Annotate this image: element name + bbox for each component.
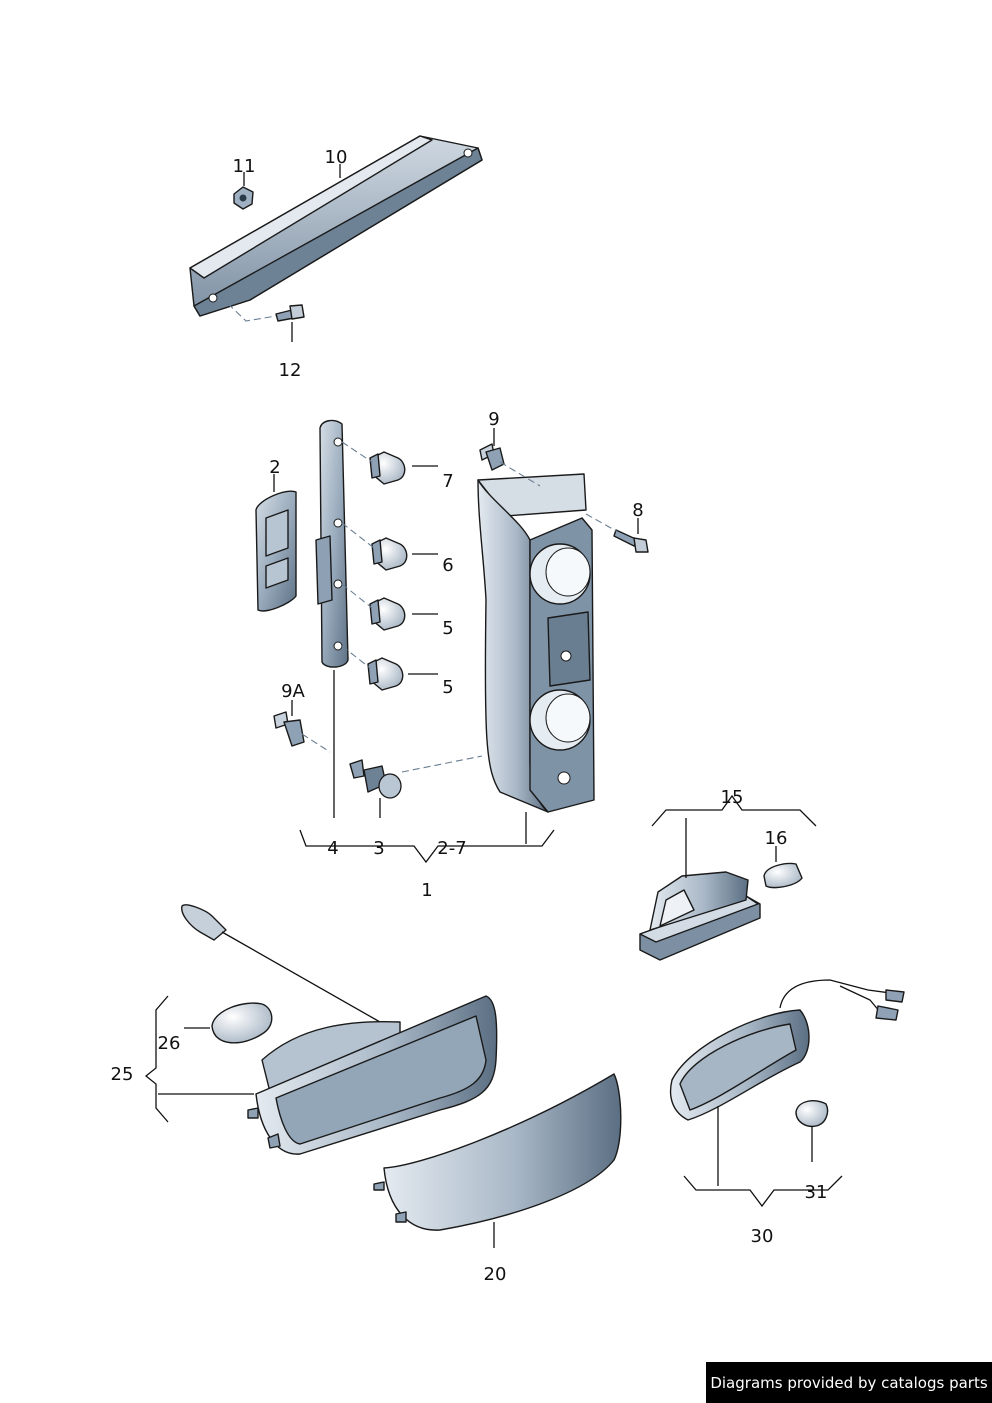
callout-9: 9 — [488, 409, 499, 430]
callout-25: 25 — [111, 1064, 134, 1085]
callout-2-7: 2-7 — [437, 838, 466, 859]
bulb-26 — [211, 1002, 273, 1044]
side-marker-light — [669, 979, 905, 1121]
callout-26: 26 — [158, 1033, 181, 1054]
bulb-5b — [367, 657, 404, 691]
callout-30: 30 — [751, 1226, 774, 1247]
rear-fog-light — [181, 904, 498, 1155]
clip-9 — [479, 443, 505, 471]
screw-8 — [613, 529, 649, 553]
callout-5a: 5 — [442, 618, 453, 639]
screw-12 — [275, 304, 305, 322]
callout-1: 1 — [421, 880, 432, 901]
callout-4: 4 — [327, 838, 338, 859]
callout-15: 15 — [721, 787, 744, 808]
bulb-31 — [795, 1100, 829, 1128]
callout-9a: 9A — [281, 681, 305, 702]
lens-2 — [255, 490, 297, 612]
callout-10: 10 — [325, 147, 348, 168]
callout-3: 3 — [373, 838, 384, 859]
parts-diagram: 11 10 12 9 2 7 8 6 5 5 9A 4 3 2-7 1 15 1… — [111, 135, 905, 1285]
callout-5b: 5 — [442, 677, 453, 698]
connector-3 — [349, 759, 402, 799]
nut-11 — [233, 186, 254, 210]
clip-9a — [273, 711, 305, 747]
callout-11: 11 — [233, 156, 256, 177]
tail-light-housing — [477, 473, 595, 813]
reflector-20 — [373, 1073, 622, 1231]
callout-12: 12 — [279, 360, 302, 381]
callout-31: 31 — [805, 1182, 828, 1203]
license-plate-light — [639, 871, 761, 961]
callout-2: 2 — [269, 457, 280, 478]
third-brake-light — [189, 135, 483, 317]
callout-20: 20 — [484, 1264, 507, 1285]
bulb-5a — [369, 597, 406, 631]
callout-7: 7 — [442, 471, 453, 492]
callout-16: 16 — [765, 828, 788, 849]
bulb-7 — [369, 451, 406, 485]
bulb-carrier-4 — [315, 419, 349, 668]
callout-6: 6 — [442, 555, 453, 576]
callout-8: 8 — [632, 500, 643, 521]
bulb-16 — [763, 862, 803, 889]
footer-credit: Diagrams provided by catalogs parts — [706, 1362, 992, 1403]
bulb-6 — [371, 537, 408, 571]
